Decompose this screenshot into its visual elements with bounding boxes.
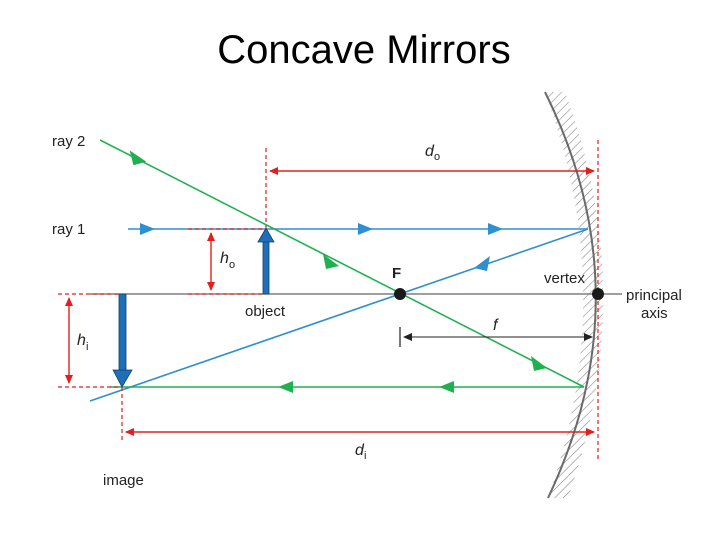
image-label: image xyxy=(103,472,144,489)
vertex-dot xyxy=(592,288,604,300)
principal-axis-label-2: axis xyxy=(641,305,668,322)
image-arrow xyxy=(112,293,133,388)
mirror-hatching xyxy=(545,92,604,498)
hi-label: h xyxy=(77,332,86,349)
di-label: d xyxy=(355,442,365,459)
ray2-arrow-2 xyxy=(323,254,339,269)
ray1-arrow-3 xyxy=(488,223,503,235)
di-label-sub: i xyxy=(364,450,366,462)
principal-axis-label-1: principal xyxy=(626,287,682,304)
hi-label-sub: i xyxy=(86,341,88,353)
vertex-label: vertex xyxy=(544,270,585,287)
ray1-reflected-arrow xyxy=(474,256,490,271)
ray2-reflected-arrow-1 xyxy=(439,381,454,393)
object-arrow xyxy=(257,227,275,295)
ray1-label: ray 1 xyxy=(52,221,85,238)
ho-label: h xyxy=(220,250,229,267)
page-title: Concave Mirrors xyxy=(217,28,511,72)
focal-point-dot xyxy=(394,288,406,300)
do-label: d xyxy=(425,143,435,160)
ray2-arrow-1 xyxy=(129,150,147,166)
object-label: object xyxy=(245,303,286,320)
do-label-sub: o xyxy=(434,151,440,163)
ray1-arrow-1 xyxy=(140,223,155,235)
ray2-incident xyxy=(99,139,585,388)
f-label: f xyxy=(493,317,499,334)
ray2-reflected-arrow-2 xyxy=(278,381,293,393)
ray1-reflected xyxy=(89,228,589,402)
ray2-label: ray 2 xyxy=(52,133,85,150)
focal-point-label: F xyxy=(392,265,401,282)
ho-label-sub: o xyxy=(229,259,235,271)
ray2-arrow-3 xyxy=(531,356,547,371)
ray1-arrow-2 xyxy=(358,223,373,235)
